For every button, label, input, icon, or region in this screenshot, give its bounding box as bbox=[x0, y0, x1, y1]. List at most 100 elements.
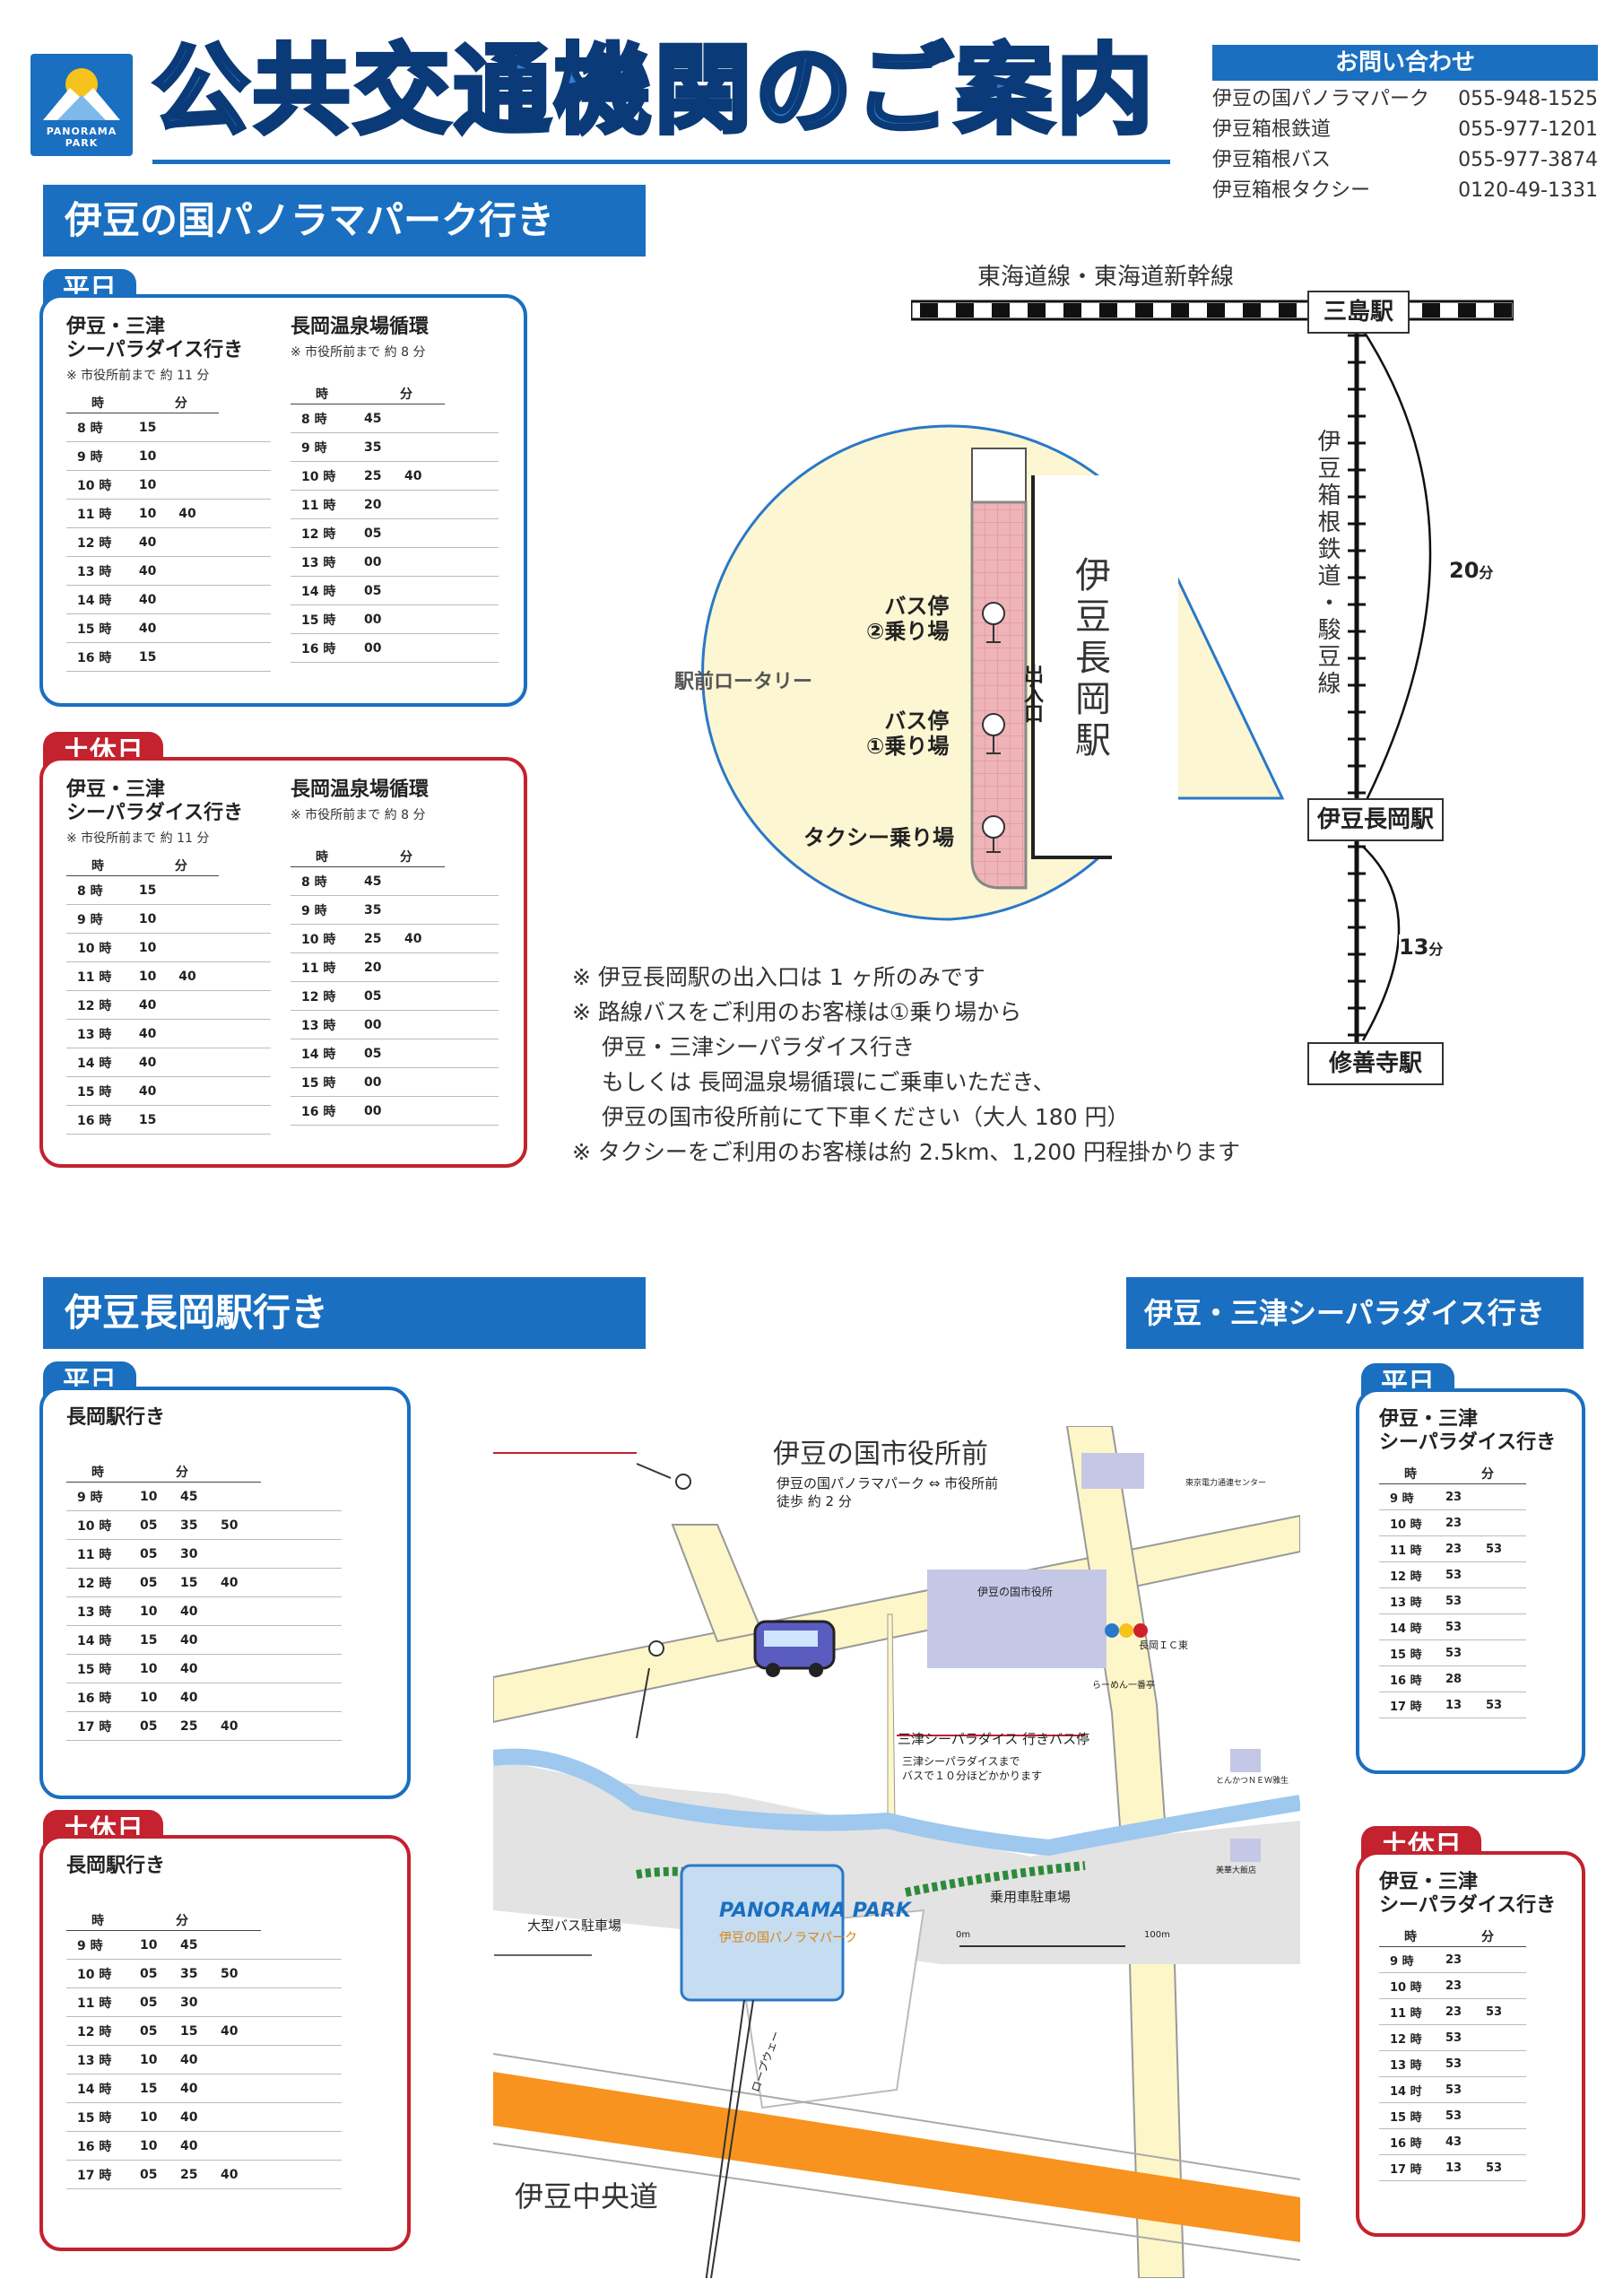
chinese-restaurant-label: 美華大飯店 bbox=[1216, 1866, 1257, 1875]
hour-header: 時 bbox=[66, 393, 139, 413]
minute-cell bbox=[221, 1987, 261, 2017]
hour-cell: 9 時 bbox=[291, 895, 364, 925]
minute-cell: 53 bbox=[1445, 2050, 1486, 2077]
hour-cell: 14 時 bbox=[291, 576, 364, 605]
minute-cell: 05 bbox=[140, 2160, 180, 2189]
hour-cell: 10 時 bbox=[66, 933, 139, 962]
minute-header: 分 bbox=[1445, 1464, 1526, 1484]
minute-cell bbox=[221, 2045, 261, 2074]
scale-label-0: 0m bbox=[956, 1930, 971, 1940]
mountain-icon bbox=[43, 68, 120, 120]
hour-cell: 14 时 bbox=[1379, 2076, 1445, 2103]
minute-cell: 10 bbox=[140, 1930, 180, 1960]
contact-name: 伊豆箱根鉄道 bbox=[1212, 118, 1332, 141]
city-hall-label: 伊豆の国市役所 bbox=[977, 1586, 1054, 1598]
hour-cell: 10 時 bbox=[291, 924, 364, 953]
minute-cell bbox=[178, 1105, 219, 1135]
minute-cell: 40 bbox=[138, 1019, 179, 1048]
hour-header: 時 bbox=[1379, 1464, 1445, 1484]
tokaido-line-label: 東海道線・東海道新幹線 bbox=[977, 264, 1235, 291]
seaparadise-note: 三津シーパラダイスまで バスで１０分ほどかかります bbox=[902, 1754, 1042, 1783]
minute-cell bbox=[178, 413, 219, 442]
column-title: 伊豆・三津 シーパラダイス行き bbox=[1379, 1871, 1557, 1917]
minute-header: 分 bbox=[138, 856, 219, 876]
minute-cell bbox=[1486, 2102, 1526, 2129]
car-parking-label: 乗用車駐車場 bbox=[990, 1889, 1072, 1905]
contact-phone: 0120-49-1331 bbox=[1458, 179, 1598, 202]
minute-cell: 53 bbox=[1445, 2024, 1486, 2051]
minute-cell: 10 bbox=[138, 499, 179, 528]
column-title: 長岡駅行き bbox=[66, 1406, 166, 1429]
minute-cell: 45 bbox=[180, 1930, 221, 1960]
minute-cell bbox=[404, 866, 445, 896]
minute-cell: 05 bbox=[140, 1987, 180, 2017]
contact-name: 伊豆の国パノラマパーク bbox=[1212, 88, 1430, 110]
minute-cell: 35 bbox=[180, 1959, 221, 1988]
minute-cell: 53 bbox=[1445, 1587, 1486, 1614]
minute-cell: 53 bbox=[1445, 2102, 1486, 2129]
minute-cell: 53 bbox=[1486, 1692, 1526, 1718]
minute-cell: 40 bbox=[221, 2016, 261, 2046]
minute-cell: 40 bbox=[138, 1076, 179, 1106]
minute-cell bbox=[221, 2131, 261, 2161]
minute-cell bbox=[221, 1930, 261, 1960]
station-izu-nagaoka: 伊豆長岡駅 bbox=[1307, 798, 1444, 841]
minutes-unit: 分 bbox=[1428, 941, 1444, 958]
hour-header: 時 bbox=[1379, 1926, 1445, 1947]
minute-cell bbox=[404, 895, 445, 925]
hour-cell: 14 時 bbox=[66, 1048, 139, 1077]
minute-cell: 05 bbox=[140, 1711, 180, 1741]
minute-cell bbox=[1486, 2076, 1526, 2103]
minute-cell: 15 bbox=[180, 2016, 221, 2046]
minute-cell bbox=[178, 1019, 219, 1048]
minute-cell: 05 bbox=[140, 1959, 180, 1988]
hour-header: 時 bbox=[291, 847, 364, 867]
minute-cell bbox=[404, 1067, 445, 1097]
hour-cell: 14 時 bbox=[1379, 1613, 1445, 1640]
minute-cell: 35 bbox=[364, 432, 404, 462]
contact-phone: 055-977-3874 bbox=[1458, 149, 1598, 171]
minute-cell bbox=[1486, 1561, 1526, 1588]
hour-header: 時 bbox=[66, 1462, 140, 1483]
hour-cell: 13 時 bbox=[66, 2045, 140, 2074]
section-banner-to-park: 伊豆の国パノラマパーク行き bbox=[43, 185, 646, 257]
minute-cell bbox=[221, 2102, 261, 2132]
page-title: 公共交通機関のご案内 bbox=[150, 35, 1158, 147]
minute-cell: 23 bbox=[1445, 1535, 1486, 1562]
minute-cell: 15 bbox=[140, 1625, 180, 1655]
minute-cell: 10 bbox=[138, 904, 179, 934]
minute-cell bbox=[1486, 1665, 1526, 1692]
hour-cell: 17 時 bbox=[1379, 2154, 1445, 2181]
section-banner-to-station: 伊豆長岡駅行き bbox=[43, 1277, 646, 1349]
minute-cell bbox=[221, 1596, 261, 1626]
minute-header: 分 bbox=[364, 847, 445, 867]
minute-cell: 23 bbox=[1445, 1483, 1486, 1510]
minute-cell bbox=[178, 470, 219, 500]
